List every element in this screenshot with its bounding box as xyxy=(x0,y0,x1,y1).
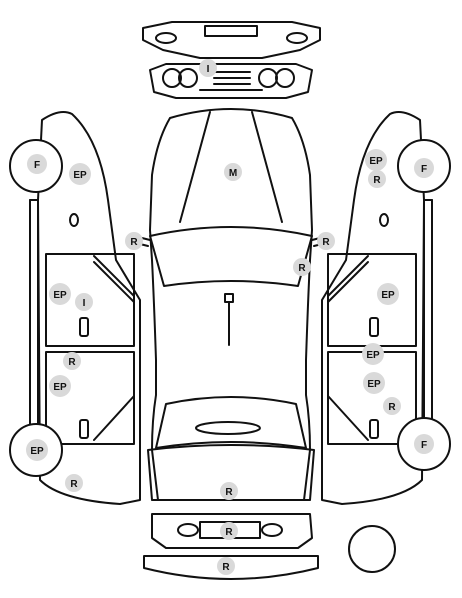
svg-text:R: R xyxy=(70,479,78,490)
spare-wheel-circle xyxy=(348,525,396,573)
svg-text:I: I xyxy=(83,298,86,309)
damage-badge-right-front-wheel[interactable]: F xyxy=(414,158,434,178)
svg-text:R: R xyxy=(222,562,230,573)
damage-badge-right-mirror[interactable]: R xyxy=(317,232,335,250)
front-grille-outline xyxy=(149,63,313,99)
damage-badge-left-front-door[interactable]: EP xyxy=(49,283,71,305)
damage-badge-trunk[interactable]: R xyxy=(220,482,238,500)
svg-text:EP: EP xyxy=(369,156,383,167)
damage-badge-left-rear-door-top[interactable]: R xyxy=(63,352,81,370)
svg-text:I: I xyxy=(207,64,210,75)
svg-text:R: R xyxy=(298,263,306,274)
svg-text:R: R xyxy=(130,237,138,248)
damage-badge-rear-bumper[interactable]: R xyxy=(217,557,235,575)
damage-badge-right-rear-door[interactable]: EP xyxy=(363,372,385,394)
damage-badge-left-front-fender[interactable]: EP xyxy=(69,163,91,185)
damage-badge-right-front-door[interactable]: EP xyxy=(377,283,399,305)
damage-badge-right-rear-door-r[interactable]: R xyxy=(383,397,401,415)
damage-badge-left-front-door-mark[interactable]: I xyxy=(75,293,93,311)
svg-text:EP: EP xyxy=(53,290,67,301)
svg-text:EP: EP xyxy=(381,290,395,301)
svg-text:M: M xyxy=(229,168,237,179)
svg-text:EP: EP xyxy=(366,350,380,361)
damage-badge-rear-panel[interactable]: R xyxy=(220,522,238,540)
svg-text:R: R xyxy=(322,237,330,248)
damage-badge-left-rear-wheel[interactable]: EP xyxy=(26,439,48,461)
svg-text:EP: EP xyxy=(30,446,44,457)
rear-bumper-outline xyxy=(143,555,319,580)
svg-text:F: F xyxy=(421,164,427,175)
svg-text:EP: EP xyxy=(53,382,67,393)
front-bumper-outline xyxy=(142,21,321,59)
svg-text:F: F xyxy=(421,440,427,451)
damage-badge-right-center-pillar[interactable]: EP xyxy=(362,343,384,365)
damage-badge-left-front-wheel[interactable]: F xyxy=(27,154,47,174)
damage-badge-right-front-fender-r[interactable]: R xyxy=(368,170,386,188)
damage-badge-right-rear-wheel[interactable]: F xyxy=(414,434,434,454)
damage-badge-left-rear-door[interactable]: EP xyxy=(49,375,71,397)
damage-badge-left-mirror[interactable]: R xyxy=(125,232,143,250)
damage-badge-hood[interactable]: M xyxy=(224,163,242,181)
svg-text:R: R xyxy=(68,357,76,368)
svg-text:R: R xyxy=(388,402,396,413)
svg-text:R: R xyxy=(225,527,233,538)
svg-text:R: R xyxy=(373,175,381,186)
svg-text:EP: EP xyxy=(367,379,381,390)
damage-badge-front-bumper[interactable]: I xyxy=(199,59,217,77)
svg-text:R: R xyxy=(225,487,233,498)
svg-text:EP: EP xyxy=(73,170,87,181)
damage-badge-right-front-fender-ep[interactable]: EP xyxy=(365,149,387,171)
damage-badge-left-rear-quarter[interactable]: R xyxy=(65,474,83,492)
damage-badge-windshield-right[interactable]: R xyxy=(293,258,311,276)
svg-text:F: F xyxy=(34,160,40,171)
